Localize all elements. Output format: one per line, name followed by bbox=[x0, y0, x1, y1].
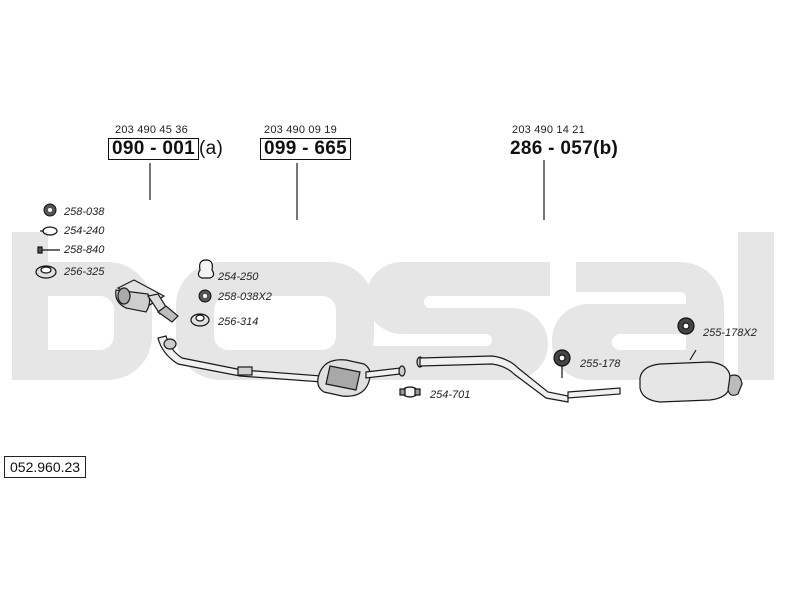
fitting-ref: 256-325 bbox=[64, 266, 105, 278]
fitting-ref: 255-178 bbox=[580, 358, 621, 370]
sealing-ring-icon bbox=[35, 265, 57, 279]
oe-number: 203 490 14 21 bbox=[512, 124, 585, 136]
center-catalytic-converter bbox=[317, 359, 406, 397]
bolt-icon bbox=[37, 246, 60, 254]
intermediate-pipe bbox=[416, 355, 621, 403]
part-number-label: 286 - 057(b) bbox=[510, 138, 618, 160]
hanger-icon bbox=[677, 317, 695, 335]
watermark-letter-a bbox=[552, 262, 724, 380]
fitting-ref: 255-178X2 bbox=[703, 327, 757, 339]
fitting-ref: 258-038 bbox=[64, 206, 105, 218]
part-number: 099 - 665 bbox=[260, 138, 351, 160]
fitting-ref: 258-840 bbox=[64, 244, 105, 256]
fitting-ref: 254-250 bbox=[218, 271, 259, 283]
fitting-ref: 254-240 bbox=[64, 225, 105, 237]
diagram-code: 052.960.23 bbox=[4, 456, 87, 478]
clamp-icon bbox=[197, 259, 215, 279]
watermark-letter-s bbox=[362, 262, 550, 380]
rubber-mount-icon bbox=[198, 289, 212, 303]
part-number-label: 090 - 001(a) bbox=[108, 138, 223, 160]
oe-number: 203 490 09 19 bbox=[264, 124, 337, 136]
sealing-ring-icon bbox=[190, 313, 210, 327]
hanger-icon bbox=[553, 349, 571, 378]
fitting-ref: 258-038X2 bbox=[218, 291, 272, 303]
watermark-letter-l bbox=[738, 232, 774, 380]
front-pipe bbox=[157, 335, 323, 383]
part-number: 286 - 057(b) bbox=[510, 138, 619, 159]
part-number: 090 - 001 bbox=[108, 138, 199, 160]
fitting-ref: 256-314 bbox=[218, 316, 259, 328]
front-catalytic-converter bbox=[115, 279, 179, 323]
watermark-letter-o bbox=[176, 262, 374, 380]
gasket-icon bbox=[40, 226, 58, 236]
part-number-label: 099 - 665 bbox=[260, 138, 351, 160]
oe-number: 203 490 45 36 bbox=[115, 124, 188, 136]
rubber-mount-icon bbox=[43, 203, 57, 217]
part-suffix: (a) bbox=[199, 138, 224, 159]
fitting-ref: 254-701 bbox=[430, 389, 471, 401]
rear-silencer bbox=[639, 349, 743, 403]
clamp-icon bbox=[399, 386, 421, 398]
